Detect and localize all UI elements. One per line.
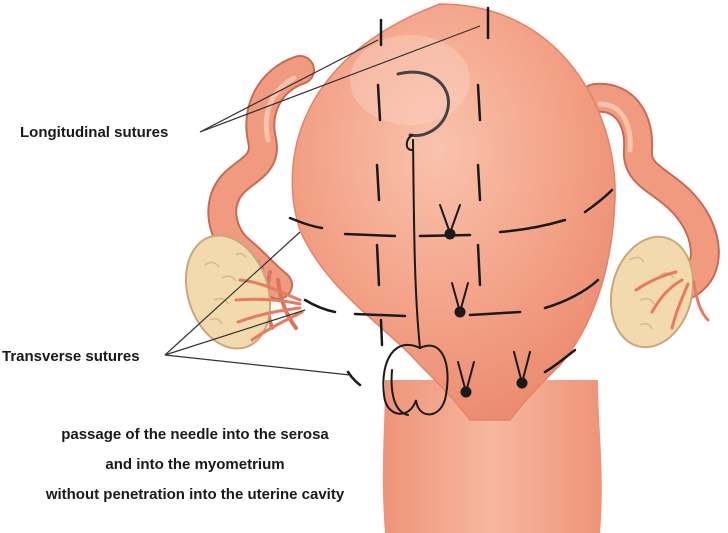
left-ovary <box>184 234 304 350</box>
knot-3 <box>457 361 475 398</box>
leader-transverse-3 <box>164 354 351 376</box>
leader-longitudinal-1 <box>199 39 379 133</box>
right-fallopian-tube <box>580 82 720 305</box>
transverse-sutures <box>288 188 614 387</box>
needle-and-thread <box>382 70 450 416</box>
caption-line-3: without penetration into the uterine cav… <box>45 486 345 503</box>
caption-line-2: and into the myometrium <box>105 456 285 473</box>
suture-knots <box>439 204 531 398</box>
needle <box>396 70 450 138</box>
leader-transverse-1 <box>164 231 301 356</box>
knot-4 <box>513 351 531 389</box>
knot-2 <box>451 282 469 318</box>
cervix <box>382 380 602 533</box>
transverse-sutures-label: Transverse sutures <box>2 348 140 365</box>
longitudinal-sutures <box>375 6 490 347</box>
leader-lines <box>164 25 481 376</box>
caption-line-1: passage of the needle into the serosa <box>61 426 329 443</box>
knot-1 <box>439 204 461 240</box>
leader-transverse-2 <box>164 309 306 356</box>
leader-longitudinal-2 <box>199 25 481 133</box>
longitudinal-sutures-label: Longitudinal sutures <box>20 124 169 141</box>
right-ovary <box>609 235 710 349</box>
uterus-body <box>291 3 616 421</box>
